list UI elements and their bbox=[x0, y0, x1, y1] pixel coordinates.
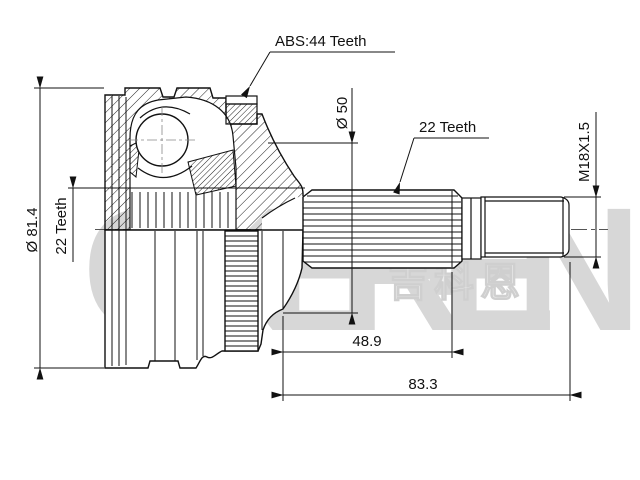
abs-tone-ring-teeth bbox=[224, 230, 259, 352]
thread-spec-label: M18X1.5 bbox=[576, 122, 593, 182]
thread-stub bbox=[480, 196, 570, 258]
dim-outer-diameter: Ø 81.4 bbox=[24, 76, 104, 380]
cage-upper-arc bbox=[139, 106, 191, 119]
ball-crosshair bbox=[128, 106, 196, 176]
bell-housing-external bbox=[104, 96, 304, 369]
thread-outline bbox=[480, 196, 570, 258]
outer-diameter-label: Ø 81.4 bbox=[24, 207, 41, 252]
abs-ring-section bbox=[225, 95, 258, 125]
cage-lower-arc bbox=[137, 165, 193, 179]
inner-race-right bbox=[187, 149, 237, 196]
dim-shaft-spline-teeth: 22 Teeth bbox=[393, 119, 489, 195]
shaft-neck bbox=[461, 197, 482, 260]
dim-shoulder-diameter: Ø 50 bbox=[268, 88, 358, 325]
spline-outline bbox=[302, 189, 463, 269]
abs-ring-label: ABS:44 Teeth bbox=[275, 33, 366, 50]
dim-inner-spline-teeth: 22 Teeth bbox=[53, 176, 305, 262]
face-ring-lines bbox=[111, 96, 284, 366]
shaft-root-wedge bbox=[262, 196, 303, 230]
inner-spline-teeth-label: 22 Teeth bbox=[53, 197, 70, 254]
shoulder-diameter-label: Ø 50 bbox=[334, 97, 351, 130]
bell-housing-section bbox=[104, 87, 304, 231]
overall-length-label: 83.3 bbox=[408, 376, 437, 393]
dim-overall-length: 83.3 bbox=[271, 262, 582, 401]
dim-spline-length: 48.9 bbox=[271, 272, 464, 401]
spline-length-label: 48.9 bbox=[352, 333, 381, 350]
dim-thread-spec: M18X1.5 bbox=[564, 112, 601, 269]
splined-shaft bbox=[302, 189, 570, 269]
dim-abs-ring: ABS:44 Teeth bbox=[240, 33, 395, 99]
spline-tooth-lines bbox=[303, 191, 462, 267]
shaft-spline-teeth-label: 22 Teeth bbox=[419, 119, 476, 136]
